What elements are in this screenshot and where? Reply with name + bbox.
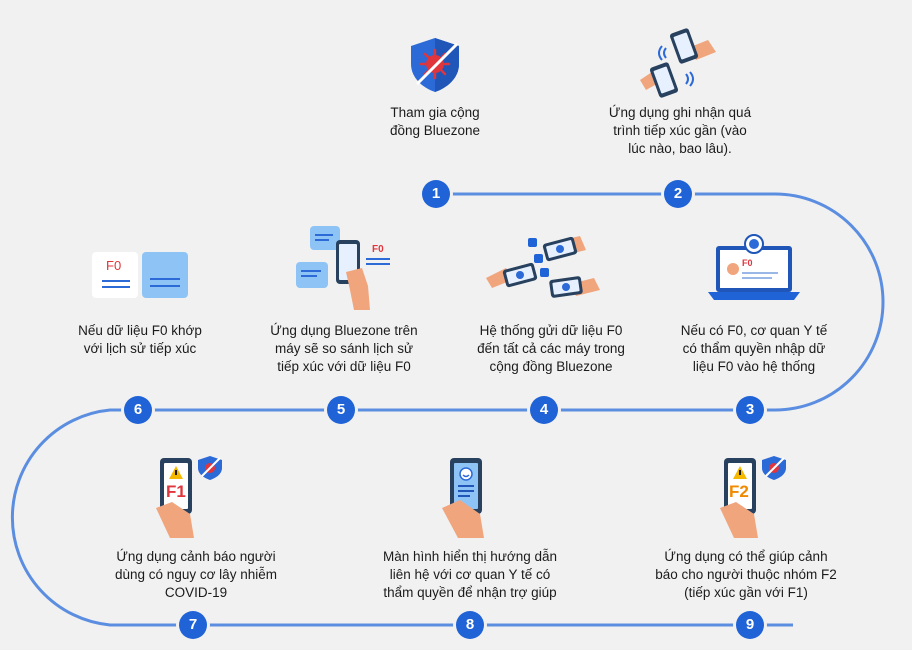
shield-virus-icon [405, 36, 465, 94]
phones-exchange-icon [636, 26, 718, 100]
f0-laptop-label: F0 [742, 258, 753, 268]
step-9-caption: Ứng dụng có thể giúp cảnh báo cho người … [646, 548, 846, 602]
step-7-badge: 7 [179, 611, 207, 639]
data-transfer-icon [484, 232, 602, 300]
f0-phone-label: F0 [372, 244, 384, 255]
f1-label: F1 [166, 482, 186, 502]
step-9-badge: 9 [736, 611, 764, 639]
f2-label: F2 [729, 482, 749, 502]
step-3-caption: Nếu có F0, cơ quan Y tế có thẩm quyền nh… [654, 322, 854, 376]
f0-match-icon: F0 [92, 252, 188, 298]
phone-compare-icon: F0 [296, 224, 394, 310]
step-3-badge: 3 [736, 396, 764, 424]
laptop-icon: F0 [706, 234, 802, 304]
help-screen-icon [436, 452, 492, 538]
f1-warning-icon: F1 [152, 452, 226, 538]
step-8-badge: 8 [456, 611, 484, 639]
step-1-caption: Tham gia cộng đồng Bluezone [335, 104, 535, 140]
f0-card-label: F0 [106, 258, 121, 273]
step-4-badge: 4 [530, 396, 558, 424]
step-5-badge: 5 [327, 396, 355, 424]
f2-warning-icon: F2 [716, 452, 790, 538]
step-7-caption: Ứng dụng cảnh báo người dùng có nguy cơ … [96, 548, 296, 602]
step-8-caption: Màn hình hiển thị hướng dẫn liên hệ với … [370, 548, 570, 602]
step-1-badge: 1 [422, 180, 450, 208]
step-2-caption: Ứng dụng ghi nhận quá trình tiếp xúc gần… [580, 104, 780, 158]
step-5-caption: Ứng dụng Bluezone trên máy sẽ so sánh lị… [244, 322, 444, 376]
step-6-caption: Nếu dữ liệu F0 khớp với lịch sử tiếp xúc [40, 322, 240, 358]
step-4-caption: Hệ thống gửi dữ liệu F0 đến tất cả các m… [451, 322, 651, 376]
step-6-badge: 6 [124, 396, 152, 424]
step-2-badge: 2 [664, 180, 692, 208]
